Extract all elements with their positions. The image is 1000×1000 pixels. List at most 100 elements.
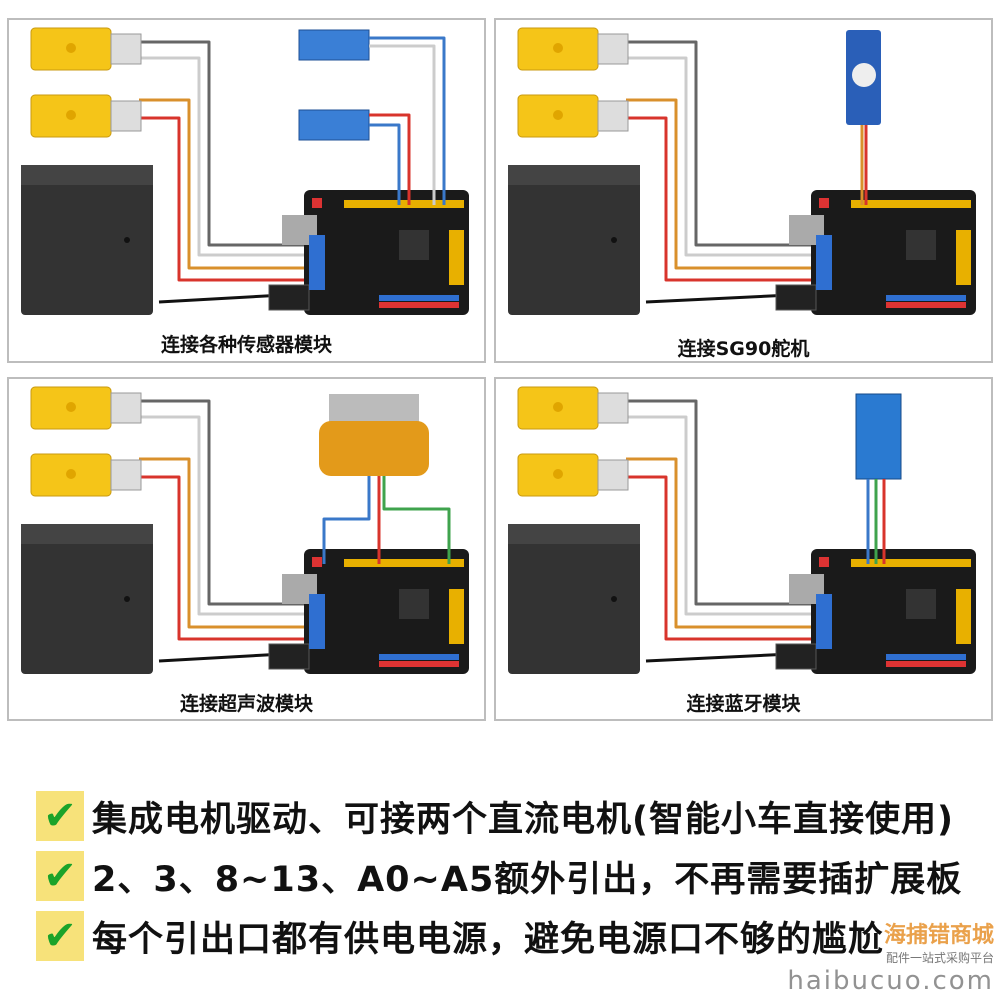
check-icon: ✔ [36, 851, 84, 901]
wire [158, 652, 285, 663]
battery-lid [21, 524, 153, 544]
motor-terminal [816, 235, 832, 290]
battery-screw-icon [124, 237, 130, 243]
mcu-chip [399, 589, 429, 619]
wire [369, 113, 411, 205]
wire [626, 116, 826, 282]
wire [139, 415, 319, 616]
wire [139, 56, 319, 257]
reset-button [819, 557, 829, 567]
mcu-chip [906, 230, 936, 260]
wire [626, 56, 826, 257]
feature-text: 每个引出口都有供电电源，避免电源口不够的尴尬 [92, 919, 885, 960]
arduino-board [304, 549, 469, 674]
side-pins [956, 230, 971, 285]
header-pins [344, 559, 464, 567]
motor-gearbox [597, 459, 629, 491]
wire [139, 399, 319, 606]
check-icon: ✔ [36, 791, 84, 841]
blue-pins [379, 295, 459, 301]
panel-sensor: 连接各种传感器模块 [7, 18, 486, 363]
watermark-name: 海捕错商城 [883, 923, 994, 948]
reset-button [819, 198, 829, 208]
wire [626, 457, 826, 629]
wiring-diagram [21, 27, 469, 315]
wire [645, 293, 792, 304]
battery-box [21, 165, 153, 315]
panel-caption: 连接SG90舵机 [677, 338, 810, 360]
wire [369, 123, 401, 205]
wire [626, 415, 826, 616]
watermark-url: haibucuo.com [787, 966, 994, 996]
blue-pins [886, 295, 966, 301]
feature-item: ✔每个引出口都有供电电源，避免电源口不够的尴尬 [36, 910, 884, 962]
motor-shaft-icon [66, 469, 76, 479]
battery-lid [508, 524, 640, 544]
wire [626, 40, 826, 247]
sensor-module [298, 109, 370, 141]
wire [626, 98, 826, 270]
red-pins [379, 661, 459, 667]
ultrasonic-module [319, 421, 429, 476]
motor-gearbox [597, 100, 629, 132]
panel-caption: 连接各种传感器模块 [160, 334, 332, 356]
reset-button [312, 557, 322, 567]
side-pins [449, 589, 464, 644]
motor-terminal [309, 594, 325, 649]
wire [382, 476, 451, 564]
motor-shaft-icon [66, 110, 76, 120]
watermark: 海捕错商城 配件一站式采购平台 haibucuo.com [787, 917, 994, 996]
blue-pins [379, 654, 459, 660]
motor-shaft-icon [553, 110, 563, 120]
feature-text: 2、3、8~13、A0~A5额外引出，不再需要插扩展板 [92, 859, 963, 900]
check-icon: ✔ [36, 911, 84, 961]
wire [158, 293, 285, 304]
motor-shaft-icon [66, 402, 76, 412]
motor-terminal [309, 235, 325, 290]
bluetooth-module [855, 393, 902, 480]
motor-gearbox [110, 392, 142, 424]
motor-shaft-icon [553, 43, 563, 53]
battery-box [508, 524, 640, 674]
dc-jack [775, 643, 817, 670]
servo-horn-icon [852, 63, 876, 87]
motor-gearbox [597, 392, 629, 424]
battery-box [508, 165, 640, 315]
panel-bluetooth: 连接蓝牙模块 [494, 377, 993, 721]
mcu-chip [399, 230, 429, 260]
dc-jack [775, 284, 817, 311]
feature-text: 集成电机驱动、可接两个直流电机(智能小车直接使用) [92, 799, 954, 840]
side-pins [956, 589, 971, 644]
arduino-board [811, 190, 976, 315]
motor-gearbox [597, 33, 629, 65]
watermark-slogan: 配件一站式采购平台 [885, 951, 994, 965]
motor-gearbox [110, 100, 142, 132]
wire [645, 652, 792, 663]
wire [626, 399, 826, 606]
reset-button [312, 198, 322, 208]
wire [139, 457, 319, 629]
motor-shaft-icon [553, 469, 563, 479]
wire [369, 44, 436, 205]
mcu-chip [906, 589, 936, 619]
wire [139, 116, 319, 282]
sensor-module [298, 29, 370, 61]
battery-lid [21, 165, 153, 185]
side-pins [449, 230, 464, 285]
panel-caption: 连接超声波模块 [179, 693, 313, 715]
wire [139, 475, 319, 641]
battery-screw-icon [124, 596, 130, 602]
feature-item: ✔集成电机驱动、可接两个直流电机(智能小车直接使用) [36, 790, 954, 842]
blue-pins [886, 654, 966, 660]
motor-gearbox [110, 459, 142, 491]
battery-screw-icon [611, 596, 617, 602]
arduino-board [304, 190, 469, 315]
dc-jack [268, 284, 310, 311]
header-pins [344, 200, 464, 208]
wire [369, 36, 446, 205]
wiring-diagram [508, 27, 976, 315]
arduino-board [811, 549, 976, 674]
panel-servo: 连接SG90舵机 [494, 18, 993, 363]
motor-shaft-icon [553, 402, 563, 412]
battery-lid [508, 165, 640, 185]
